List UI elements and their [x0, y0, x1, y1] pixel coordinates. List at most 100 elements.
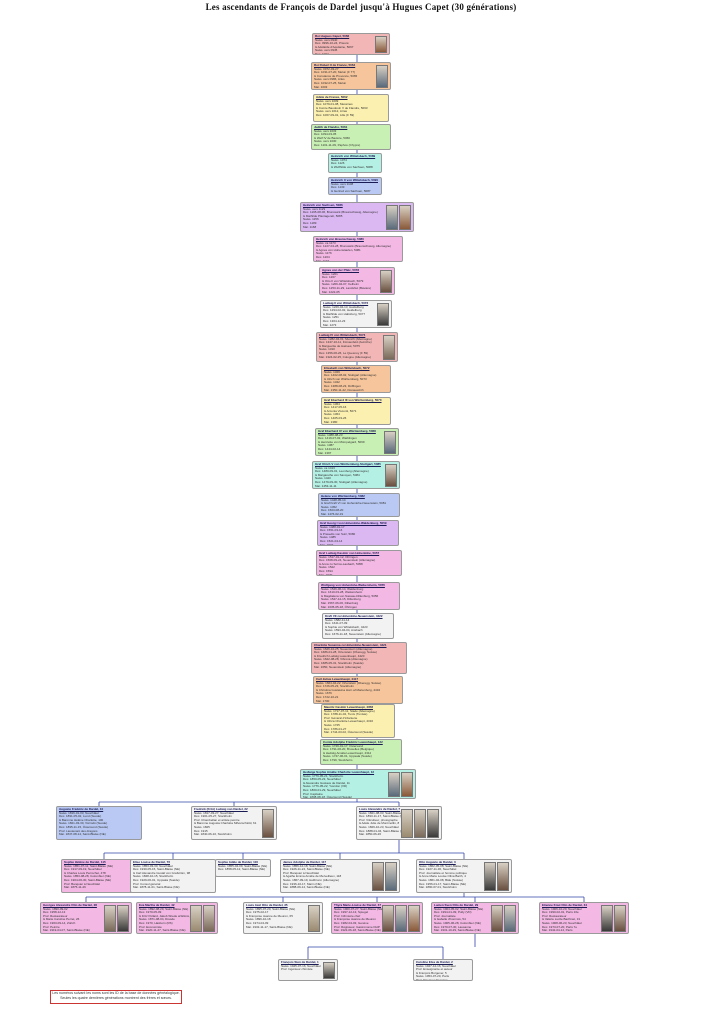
person-detail-line: Naiss. vers 0986, Arles [314, 77, 345, 82]
person-name[interactable]: Kraft VII zu Hohenlohe-Neuenstein, 4422 [325, 614, 383, 618]
person-name[interactable]: Sophie Adèle de Dardel, 116 [218, 860, 258, 864]
person-name[interactable]: Louis Alexandre de Dardel, 7 [359, 807, 401, 811]
person-detail-line: Déc. 0996-10-24, Prieuré [315, 41, 349, 46]
person-name[interactable]: Auguste Frédéric de Dardel, 10 [59, 807, 104, 811]
person-detail-line: Naiss. vers 1033 [314, 128, 337, 133]
person-name[interactable]: Agnes von der Pfalz, 5078 [322, 268, 360, 272]
person-name[interactable]: Caroline Elsa de Dardel, 2 [416, 960, 453, 964]
person-card-p21[interactable]: Charlotte Susanna zu Hohenlohe-Neuenstei… [311, 642, 407, 674]
person-name[interactable]: Thyra Marie-Louise de Dardel, 37 [334, 903, 382, 907]
person-name[interactable]: Graf Ulrich V von Württemberg-Stuttgart,… [315, 462, 381, 466]
person-name[interactable]: Helene von Württemberg, 5082 [321, 494, 365, 498]
person-name[interactable]: Elise Louise de Dardel, 76 [133, 860, 171, 864]
person-detail-line: & Hedwig Amalia Lewenhaupt, 4312 [323, 750, 372, 755]
person-name[interactable]: Louis Axel Otto de Dardel, 35 [246, 903, 288, 907]
person-name[interactable]: James Adolphe de Dardel, 117 [283, 860, 327, 864]
person-name[interactable]: Etienne Knut Otto de Dardel, 34 [542, 903, 588, 907]
person-name[interactable]: Hedwige Sophie Amélie Charlotte Lewenhau… [303, 770, 375, 774]
person-detail-line: Naiss. vers 1129 [303, 206, 326, 211]
person-name[interactable]: Elisabeth von Wittelsbach, 5072 [324, 366, 370, 370]
person-name[interactable]: Charlotte Susanna zu Hohenlohe-Neuenstei… [314, 643, 387, 647]
person-card-p15[interactable]: Graf Ulrich V von Württemberg-Stuttgart,… [312, 461, 400, 489]
person-name[interactable]: Roi Robert II de France, 5064 [314, 63, 356, 67]
person-detail-line: Déc. 1139 [331, 185, 345, 190]
person-name[interactable]: Mauritz Casimir Lewenhaupt, 4358 [324, 705, 374, 709]
person-name[interactable]: Eva Martha de Dardel, 42 [139, 903, 175, 907]
person-detail-line: Prof. Viticulteur, photographe [359, 817, 398, 822]
person-name[interactable]: Fredrick (Fritz) Ludwig von Dardel, 22 [194, 807, 248, 811]
person-detail-line: Mar. 1324-02-25, Cologne (Allemagne) [319, 354, 371, 359]
person-name[interactable]: François Sten de Dardel, 1 [281, 960, 319, 964]
person-name[interactable]: Heinrich von Sachsen, 5086 [303, 203, 343, 207]
person-name[interactable]: Graf Ludwig Kasimir von Hohenlohe, 5057 [319, 551, 380, 555]
person-detail-line: & Ulrich von Württemberg, 5073 [324, 376, 367, 381]
person-name[interactable]: Graf Georg I von Hohenlohe-Waldenburg, 5… [320, 521, 387, 525]
person-name[interactable]: Wolfgang von Hohenlohe-Weikersheim, 5055 [321, 583, 385, 587]
person-name[interactable]: Comte Adolphe Frédéric Lewenhaupt, 132 [323, 740, 383, 744]
person-name[interactable]: Heinrich von Braunschweig, 5080 [316, 237, 364, 241]
person-detail-line: Naiss. 1896-10-18 [246, 917, 271, 922]
person-name[interactable]: Lucien Sven Otto de Dardel, 29 [434, 903, 479, 907]
person-name[interactable]: Georges Alexandre Otto de Dardel, 28 [43, 903, 97, 907]
person-name[interactable]: Sophie Hélène de Dardel, 115 [64, 860, 106, 864]
person-detail-line: Déc. 1997-12-13, Spiegel [334, 910, 369, 915]
person-detail-line: & Magdalena von Nassau-Dillenburg, 5056 [321, 593, 379, 598]
person-card-p17[interactable]: Graf Georg I von Hohenlohe-Waldenburg, 5… [317, 520, 399, 546]
person-name[interactable]: Graf Eberhard IV von Württemberg, 5068 [318, 429, 376, 433]
person-detail-line: Déc. 1004 [315, 51, 329, 55]
person-detail-line: Déc. 1970-05-09 [139, 910, 162, 915]
person-detail-line: Naiss. 1856-12-18, Saint-Blaise (NE) [283, 863, 333, 868]
person-detail-line: Déc. 1956-01-17, Saint-Blaise (NE) [419, 881, 467, 886]
person-name[interactable]: Roi Hugues Capet, 5066 [315, 34, 350, 38]
person-card-p25[interactable]: Hedwige Sophie Amélie Charlotte Lewenhau… [300, 769, 416, 799]
person-detail-line: Naiss. vers 1030 [314, 139, 337, 144]
person-name[interactable]: Adèle de France, 5062 [316, 95, 348, 99]
portrait-image [372, 862, 384, 891]
person-name[interactable]: Ludwig IV von Wittelsbach, 5074 [319, 333, 366, 337]
person-name[interactable]: Otto Auguste de Dardel, 3 [419, 860, 456, 864]
person-name[interactable]: Heinrich X von Wittelsbach, 5090 [331, 178, 378, 182]
person-name[interactable]: Graf Eberhard III von Württemberg, 5070 [324, 398, 382, 402]
person-name[interactable]: Ludwig II von Wittelsbach, 5076 [323, 301, 369, 305]
person-detail-line: & Alexandre Gustave de Dardel, 11 [303, 780, 350, 785]
person-name[interactable]: Carl Julius Lewenhaupt, 4417 [316, 677, 359, 681]
person-name[interactable]: Heinrich von Wittelsbach, 5089 [331, 154, 376, 158]
person-name[interactable]: Judith de Flandre, 5061 [314, 125, 348, 129]
person-card-p19[interactable]: Wolfgang von Hohenlohe-Weikersheim, 5055… [318, 582, 400, 610]
